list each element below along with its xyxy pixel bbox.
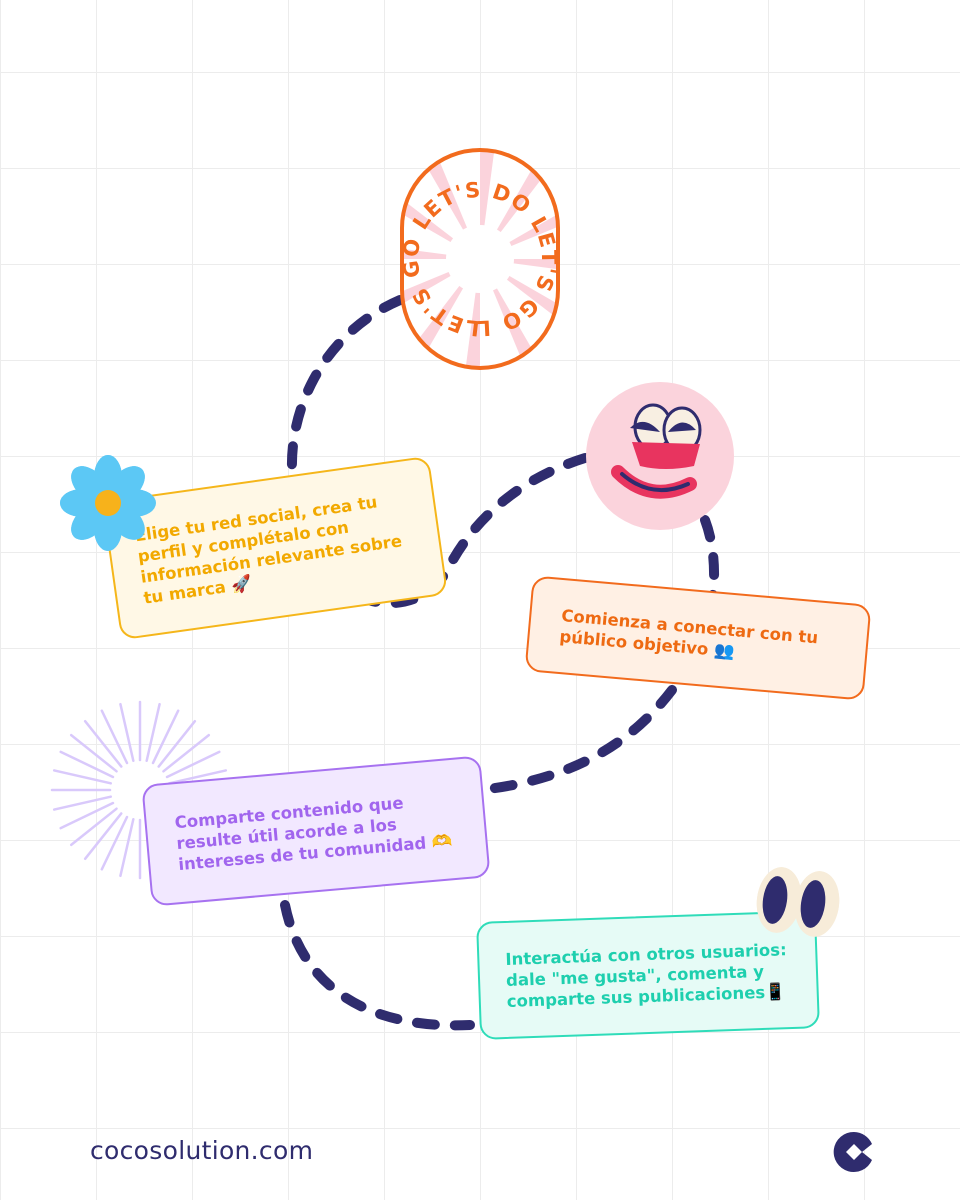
step-text-1: Elige tu red social, crea tu perfil y co…	[133, 492, 404, 608]
smiley-face-icon	[586, 382, 734, 530]
step-text-2: Comienza a conectar con tu público objet…	[558, 606, 819, 662]
footer-website-link[interactable]: cocosolution.com	[90, 1136, 314, 1165]
step-card-4: Interactúa con otros usuarios: dale "me …	[476, 910, 820, 1040]
step-text-4: Interactúa con otros usuarios: dale "me …	[505, 939, 787, 1011]
lets-go-badge: LET'S GO LET'S DO LET'S GO LET'S DO	[0, 0, 560, 370]
step-text-3: Comparte contenido que resulte útil acor…	[173, 792, 454, 874]
coco-logo-icon	[833, 1131, 872, 1172]
